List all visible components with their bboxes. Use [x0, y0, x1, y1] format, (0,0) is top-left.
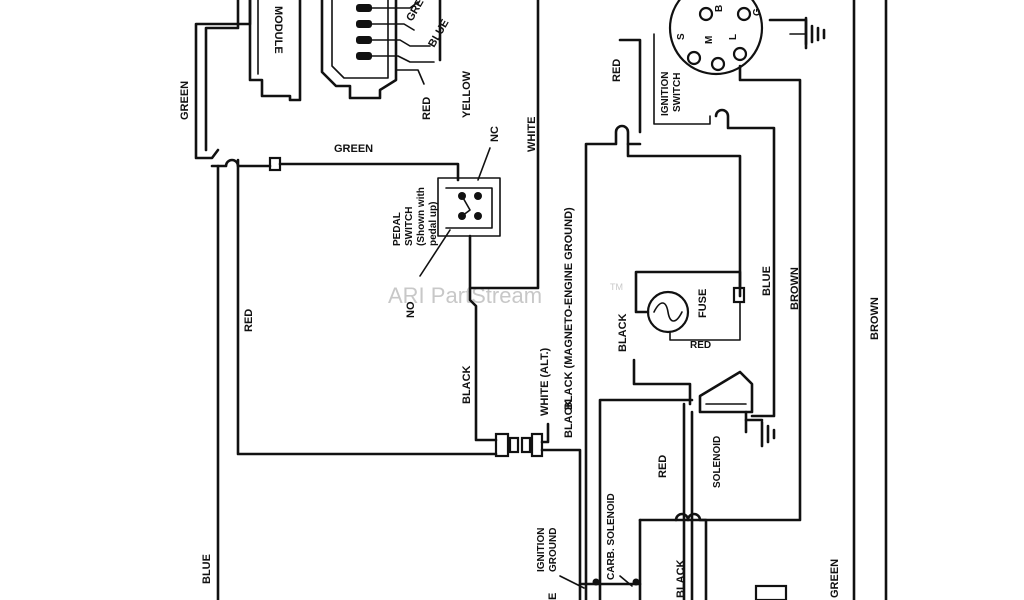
switch-terminal-b: B [714, 5, 725, 12]
ground-symbol-top [789, 16, 826, 50]
label-ignition-switch-1: IGNITION [660, 72, 671, 116]
wire-connector [494, 432, 544, 458]
label-pedal-switch-4: pedal up) [428, 202, 439, 246]
fuse: FUSE [646, 289, 709, 334]
module-label: MODULE [272, 6, 284, 54]
label-magneto-ground: BLACK (MAGNETO-ENGINE GROUND) [563, 207, 575, 410]
label-red-left: RED [243, 309, 255, 332]
label-black-mid: BLACK [461, 365, 473, 404]
label-black-fuse: BLACK [617, 313, 629, 352]
label-no: NO [405, 301, 417, 318]
module-connector-pins [356, 4, 372, 60]
label-white-alt: WHITE (ALT.) [539, 347, 551, 416]
label-red-module: RED [421, 97, 433, 120]
ground-symbol-solenoid [744, 418, 776, 448]
label-green-left: GREEN [179, 81, 191, 120]
label-ignition-switch-2: SWITCH [672, 73, 683, 112]
label-e-partial: E [547, 593, 559, 600]
label-blue-left: BLUE [201, 554, 213, 584]
switch-terminal-l: L [728, 34, 739, 40]
label-white: WHITE [526, 117, 538, 152]
label-ignition-ground-2: GROUND [548, 528, 559, 572]
watermark-trademark: TM [610, 282, 623, 292]
label-yellow: YELLOW [461, 70, 473, 118]
label-nc: NC [489, 126, 501, 142]
solenoid: SOLENOID [698, 370, 754, 488]
label-red-solenoid: RED [657, 455, 669, 478]
label-pedal-switch-1: PEDAL [392, 212, 403, 246]
label-blue-right: BLUE [761, 266, 773, 296]
label-green-bottom: GREEN [829, 559, 841, 598]
module-component: MODULE [248, 0, 398, 102]
label-ignition-ground-1: IGNITION [536, 528, 547, 572]
label-red-fuse: RED [690, 340, 711, 351]
label-red-top: RED [611, 59, 623, 82]
label-green-mid: GREEN [334, 143, 373, 155]
label-pedal-switch-2: SWITCH [404, 207, 415, 246]
label-solenoid: SOLENOID [712, 436, 723, 488]
label-fuse: FUSE [697, 289, 709, 318]
pedal-switch: PEDAL SWITCH (Shown with pedal up) [392, 177, 501, 246]
label-brown-far: BROWN [869, 297, 881, 340]
label-pedal-switch-3: (Shown with [416, 187, 427, 246]
switch-terminal-s: S [676, 33, 687, 40]
label-black-alt: BLACK [563, 399, 575, 438]
label-green-top: GRE [404, 0, 426, 24]
ignition-switch: S M L B G [668, 0, 764, 76]
switch-terminal-m: M [704, 36, 715, 44]
label-brown-right: BROWN [789, 267, 801, 310]
switch-terminal-g: G [752, 8, 763, 16]
label-carb-solenoid: CARB. SOLENOID [606, 493, 617, 580]
label-black-bottom: BLACK [675, 559, 687, 598]
